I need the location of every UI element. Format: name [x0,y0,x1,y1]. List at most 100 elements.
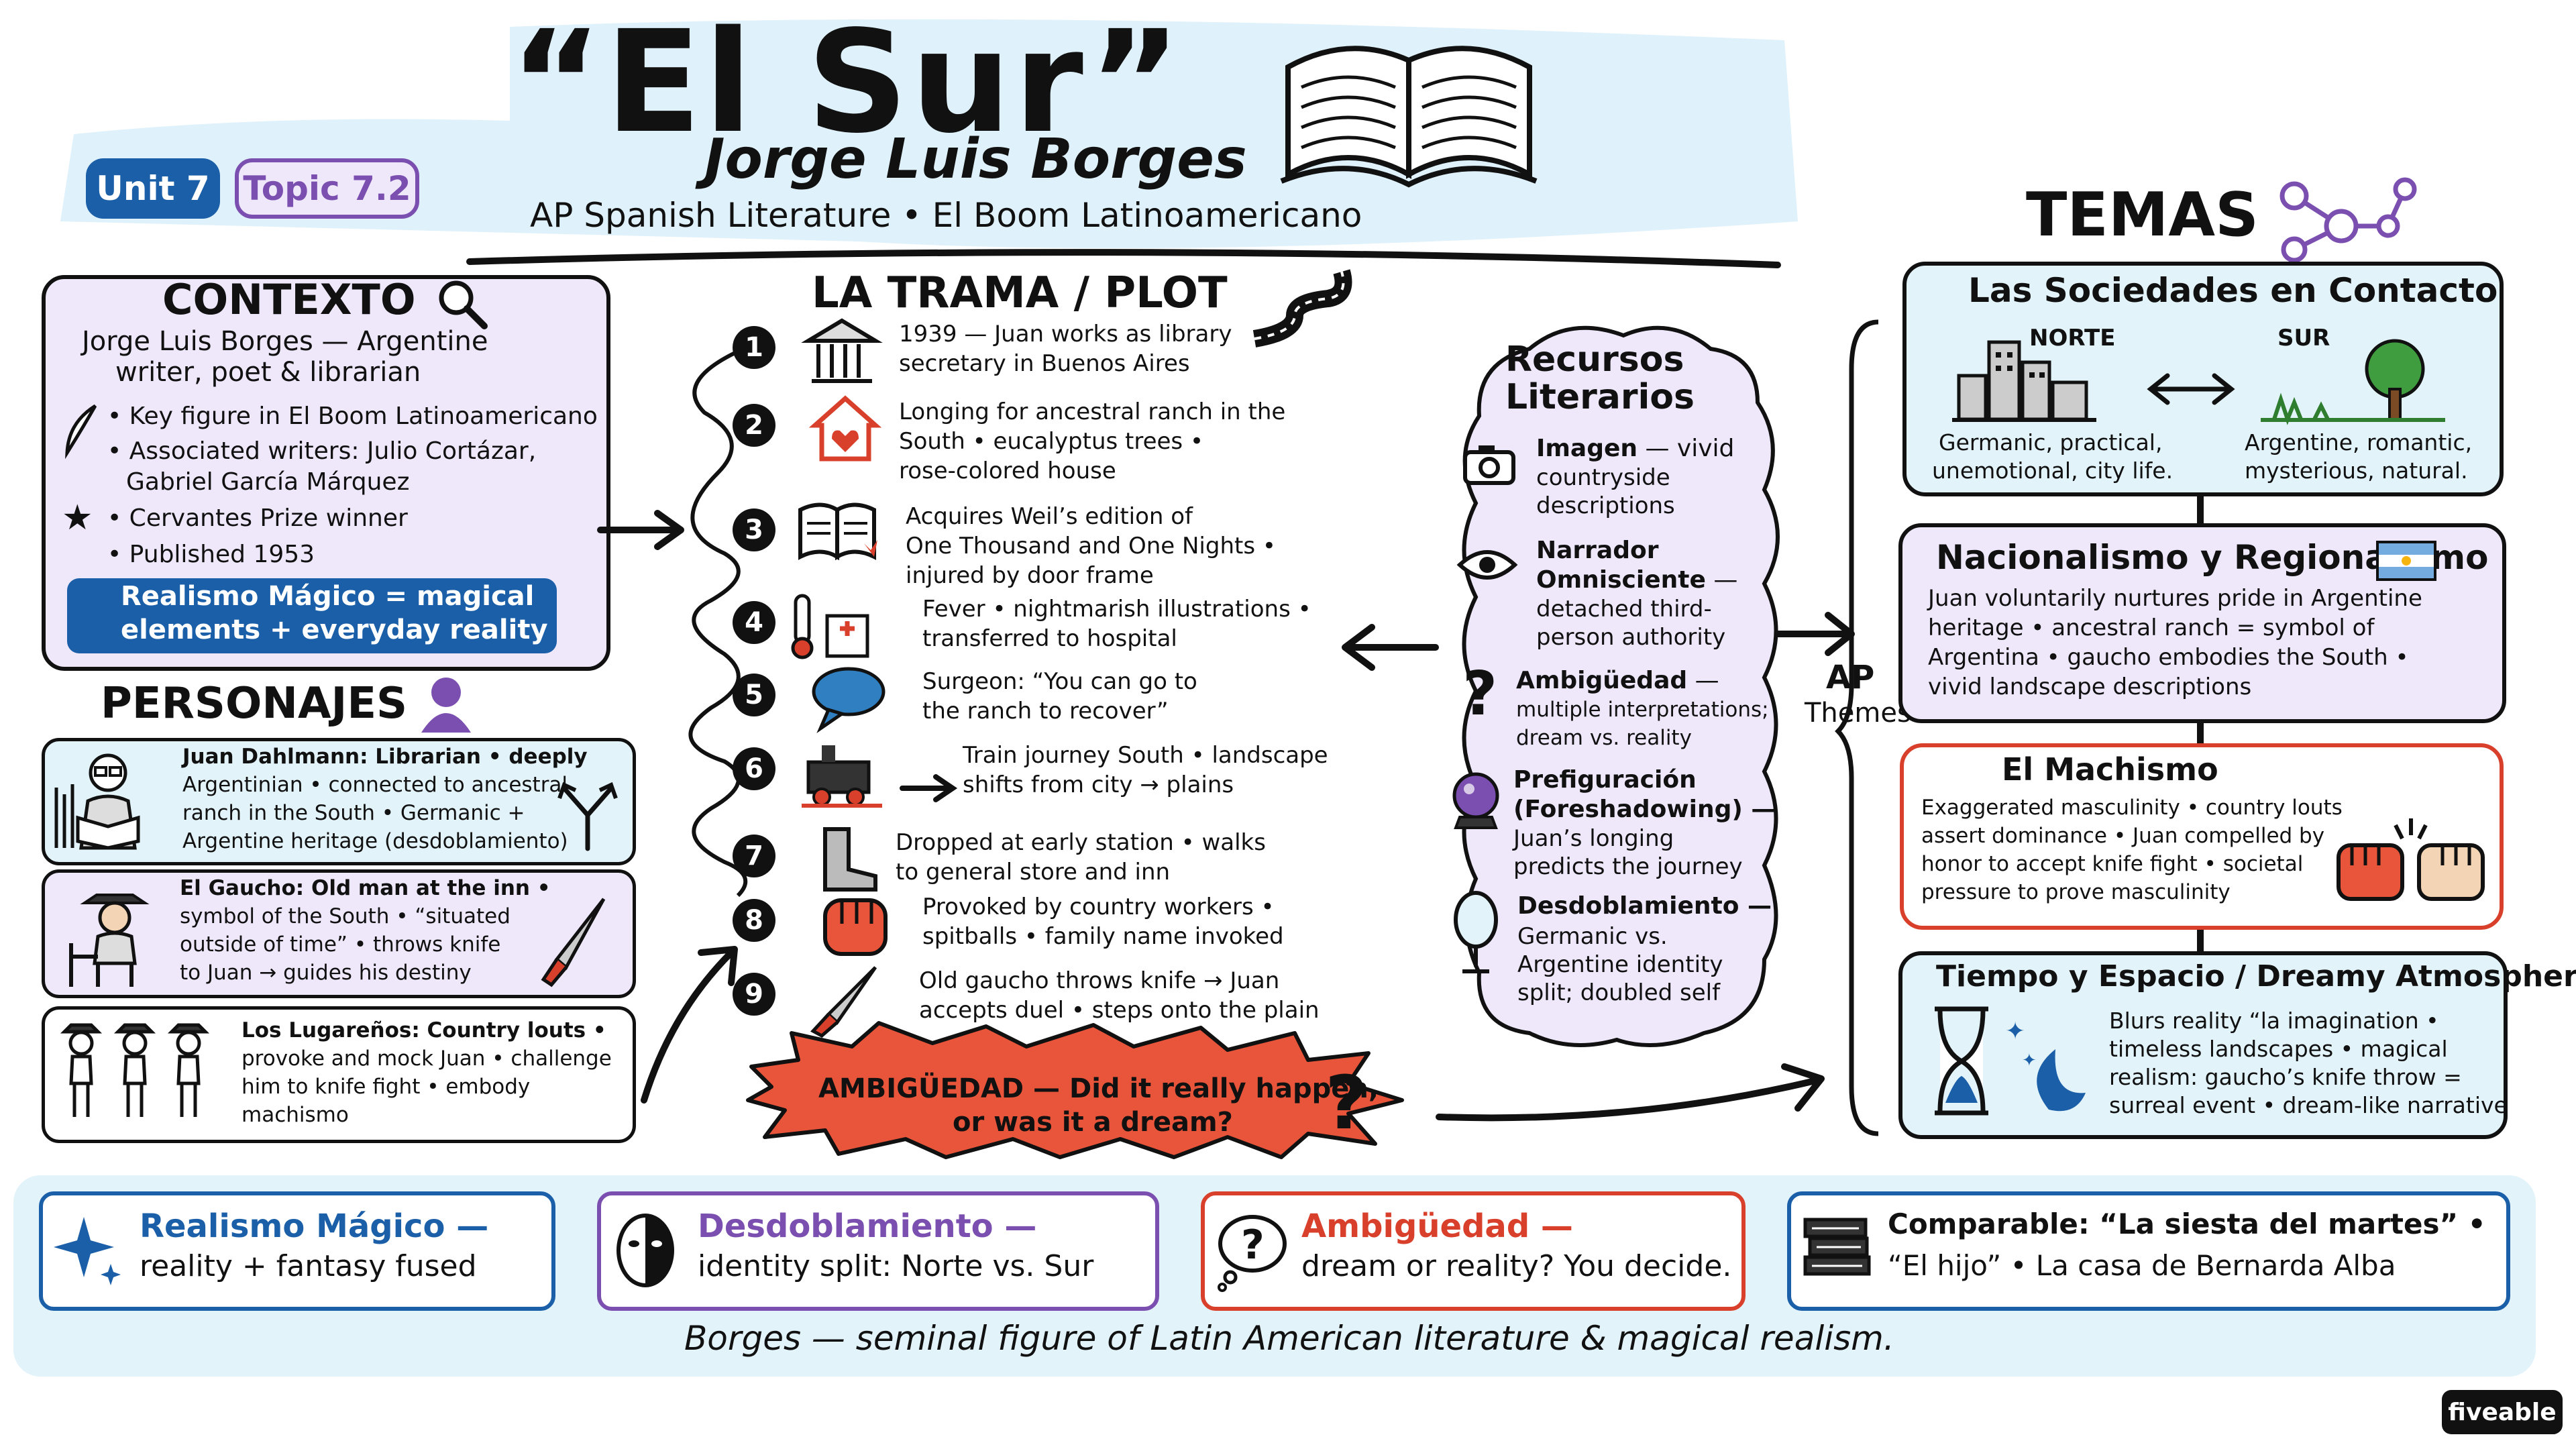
plot-step-8-line-1: Provoked by country workers • [922,894,1275,920]
machismo-line-1: Exaggerated masculinity • country louts [1921,796,2343,820]
plot-step-2-line-3: rose-colored house [899,458,1116,484]
crystal-ball-icon [1452,772,1499,829]
person-icon [421,678,471,733]
contexto-intro-1: Jorge Luis Borges — Argentine [82,326,488,357]
norte-label: NORTE [2029,325,2116,352]
plot-step-6-line-1: Train journey South • landscape [963,742,1328,769]
sur-desc-1: Argentine, romantic, [2245,429,2473,455]
author-name: Jorge Luis Borges [704,127,1247,191]
hourglass-moon-icon: ✦✦ [1935,1006,2086,1116]
fiveable-watermark: fiveable [2442,1390,2563,1434]
course-subtitle: AP Spanish Literature • El Boom Latinoam… [530,196,1362,235]
plot-step-number-3: 3 [733,508,775,551]
footer-text: Borges — seminal figure of Latin America… [684,1319,1894,1358]
plot-step-9-line-1: Old gaucho throws knife → Juan [919,967,1280,994]
mirror-icon [1454,891,1498,973]
recurso-imagen-3: descriptions [1536,492,1675,519]
knife-icon [810,966,877,1038]
recurso-prefiguracion-3: Juan’s longing [1513,825,1674,852]
bottom-card-4-title: Comparable: “La siesta del martes” • [1888,1208,2486,1240]
tema-tiempo-card [1898,951,2508,1139]
lugarenos-line-4: machismo [241,1103,349,1127]
bottom-card-3 [1201,1191,1746,1311]
bottom-card-1-title: Realismo Mágico — [140,1208,489,1245]
bottom-card-3-title: Ambigüedad — [1301,1208,1573,1245]
bottom-card-2-subtitle: identity split: Norte vs. Sur [698,1249,1094,1283]
magnifier-icon [439,280,488,329]
plot-step-number-1: 1 [733,326,775,369]
plot-step-number-2: 2 [733,404,775,447]
three-men-icon [60,1023,210,1117]
nacionalismo-line-1: Juan voluntarily nurtures pride in Argen… [1928,585,2422,612]
plot-step-7-line-1: Dropped at early station • walks [896,829,1266,856]
recurso-narrador-1: Narrador [1536,537,1659,564]
bottom-card-2-title: Desdoblamiento — [698,1208,1037,1245]
bottom-card-4-subtitle: “El hijo” • La casa de Bernarda Alba [1888,1249,2396,1282]
thought-question-icon: ? [1218,1215,1287,1292]
star-icon: ★ [62,498,93,538]
recurso-narrador-3: detached third- [1536,596,1712,623]
plot-step-number-4: 4 [733,601,775,644]
realismo-callout [67,578,557,653]
tree-grass-icon [2261,339,2445,425]
page-title: “El Sur” [510,0,1184,164]
contexto-bullet-3: • Cervantes Prize winner [107,504,408,532]
recurso-desdoblamiento-3: Argentine identity [1517,951,1723,978]
recursos-heading-2: Literarios [1505,377,1695,417]
sparkle-icon [54,1217,121,1285]
ap-label-1: AP [1826,659,1875,696]
temas-bracket [1835,319,1879,1136]
knife-icon [541,898,606,987]
recursos-cloud [1462,325,1780,1047]
argentina-flag-icon [2376,541,2436,581]
ambiguedad-burst-line-1: AMBIGÜEDAD — Did it really happen, [818,1073,1379,1104]
realismo-callout-line-1: Realismo Mágico = magical [121,581,535,612]
machismo-line-4: pressure to prove masculinity [1921,880,2231,904]
city-skyline-icon [1952,340,2096,422]
contexto-bullet-1: • Key figure in El Boom Latinoamericano [107,402,598,430]
machismo-line-3: honor to accept knife fight • societal [1921,852,2304,876]
sur-label: SUR [2277,325,2330,352]
lugarenos-line-1: Los Lugareños: Country louts • [241,1018,606,1042]
house-heart-icon [808,395,882,462]
plot-step-6-line-2: shifts from city → plains [963,771,1234,798]
plot-step-8-line-2: spitballs • family name invoked [922,923,1284,950]
recurso-desdoblamiento-1: Desdoblamiento — [1517,892,1772,920]
juan-line-4: Argentine heritage (desdoblamiento) [182,829,568,853]
trama-heading: LA TRAMA / PLOT [812,268,1228,318]
fork-arrow-icon [557,782,618,851]
svg-text:?: ? [1241,1222,1265,1269]
lugarenos-line-2: provoke and mock Juan • challenge [241,1046,612,1071]
winding-road-icon [1252,269,1352,347]
ap-label-2: Themes [1805,698,1911,729]
recurso-narrador-4: person authority [1536,624,1726,651]
question-icon: ? [1462,659,1498,729]
fist-bump-icon [2337,818,2485,901]
sociedades-title: Las Sociedades en Contacto [1968,271,2498,310]
plot-step-9-line-2: accepts duel • steps onto the plain [919,997,1320,1024]
tiempo-line-2: timeless landscapes • magical [2109,1036,2448,1062]
bottom-card-1 [39,1191,555,1311]
question-mark-icon: ? [1325,1060,1368,1146]
thermometer-hospital-icon [791,594,869,659]
network-nodes-icon [2279,177,2417,263]
plot-connector-line [688,343,753,898]
nacionalismo-line-4: vivid landscape descriptions [1928,674,2252,700]
gaucho-line-3: outside of time” • throws knife [180,932,501,957]
sur-desc-2: mysterious, natural. [2245,458,2468,484]
ambiguedad-burst-line-2: or was it a dream? [953,1107,1233,1138]
character-card-juan [42,738,636,865]
recurso-desdoblamiento-4: split; doubled self [1517,979,1721,1006]
plot-step-2-line-2: South • eucalyptus trees • [899,428,1204,455]
open-book-header-icon [1280,46,1538,188]
plot-step-1-line-2: secretary in Buenos Aires [899,350,1190,377]
double-arrow-icon [2147,373,2235,405]
svg-text:✦: ✦ [2005,1018,2025,1045]
context-to-plot-arrow [597,510,684,550]
fist-icon [823,898,888,956]
recurso-prefiguracion-4: predicts the journey [1513,853,1743,880]
gaucho-seated-icon [69,894,150,987]
juan-line-3: ranch in the South • Germanic + [182,801,525,825]
norte-desc-2: unemotional, city life. [1932,458,2174,484]
camera-icon [1463,445,1515,485]
